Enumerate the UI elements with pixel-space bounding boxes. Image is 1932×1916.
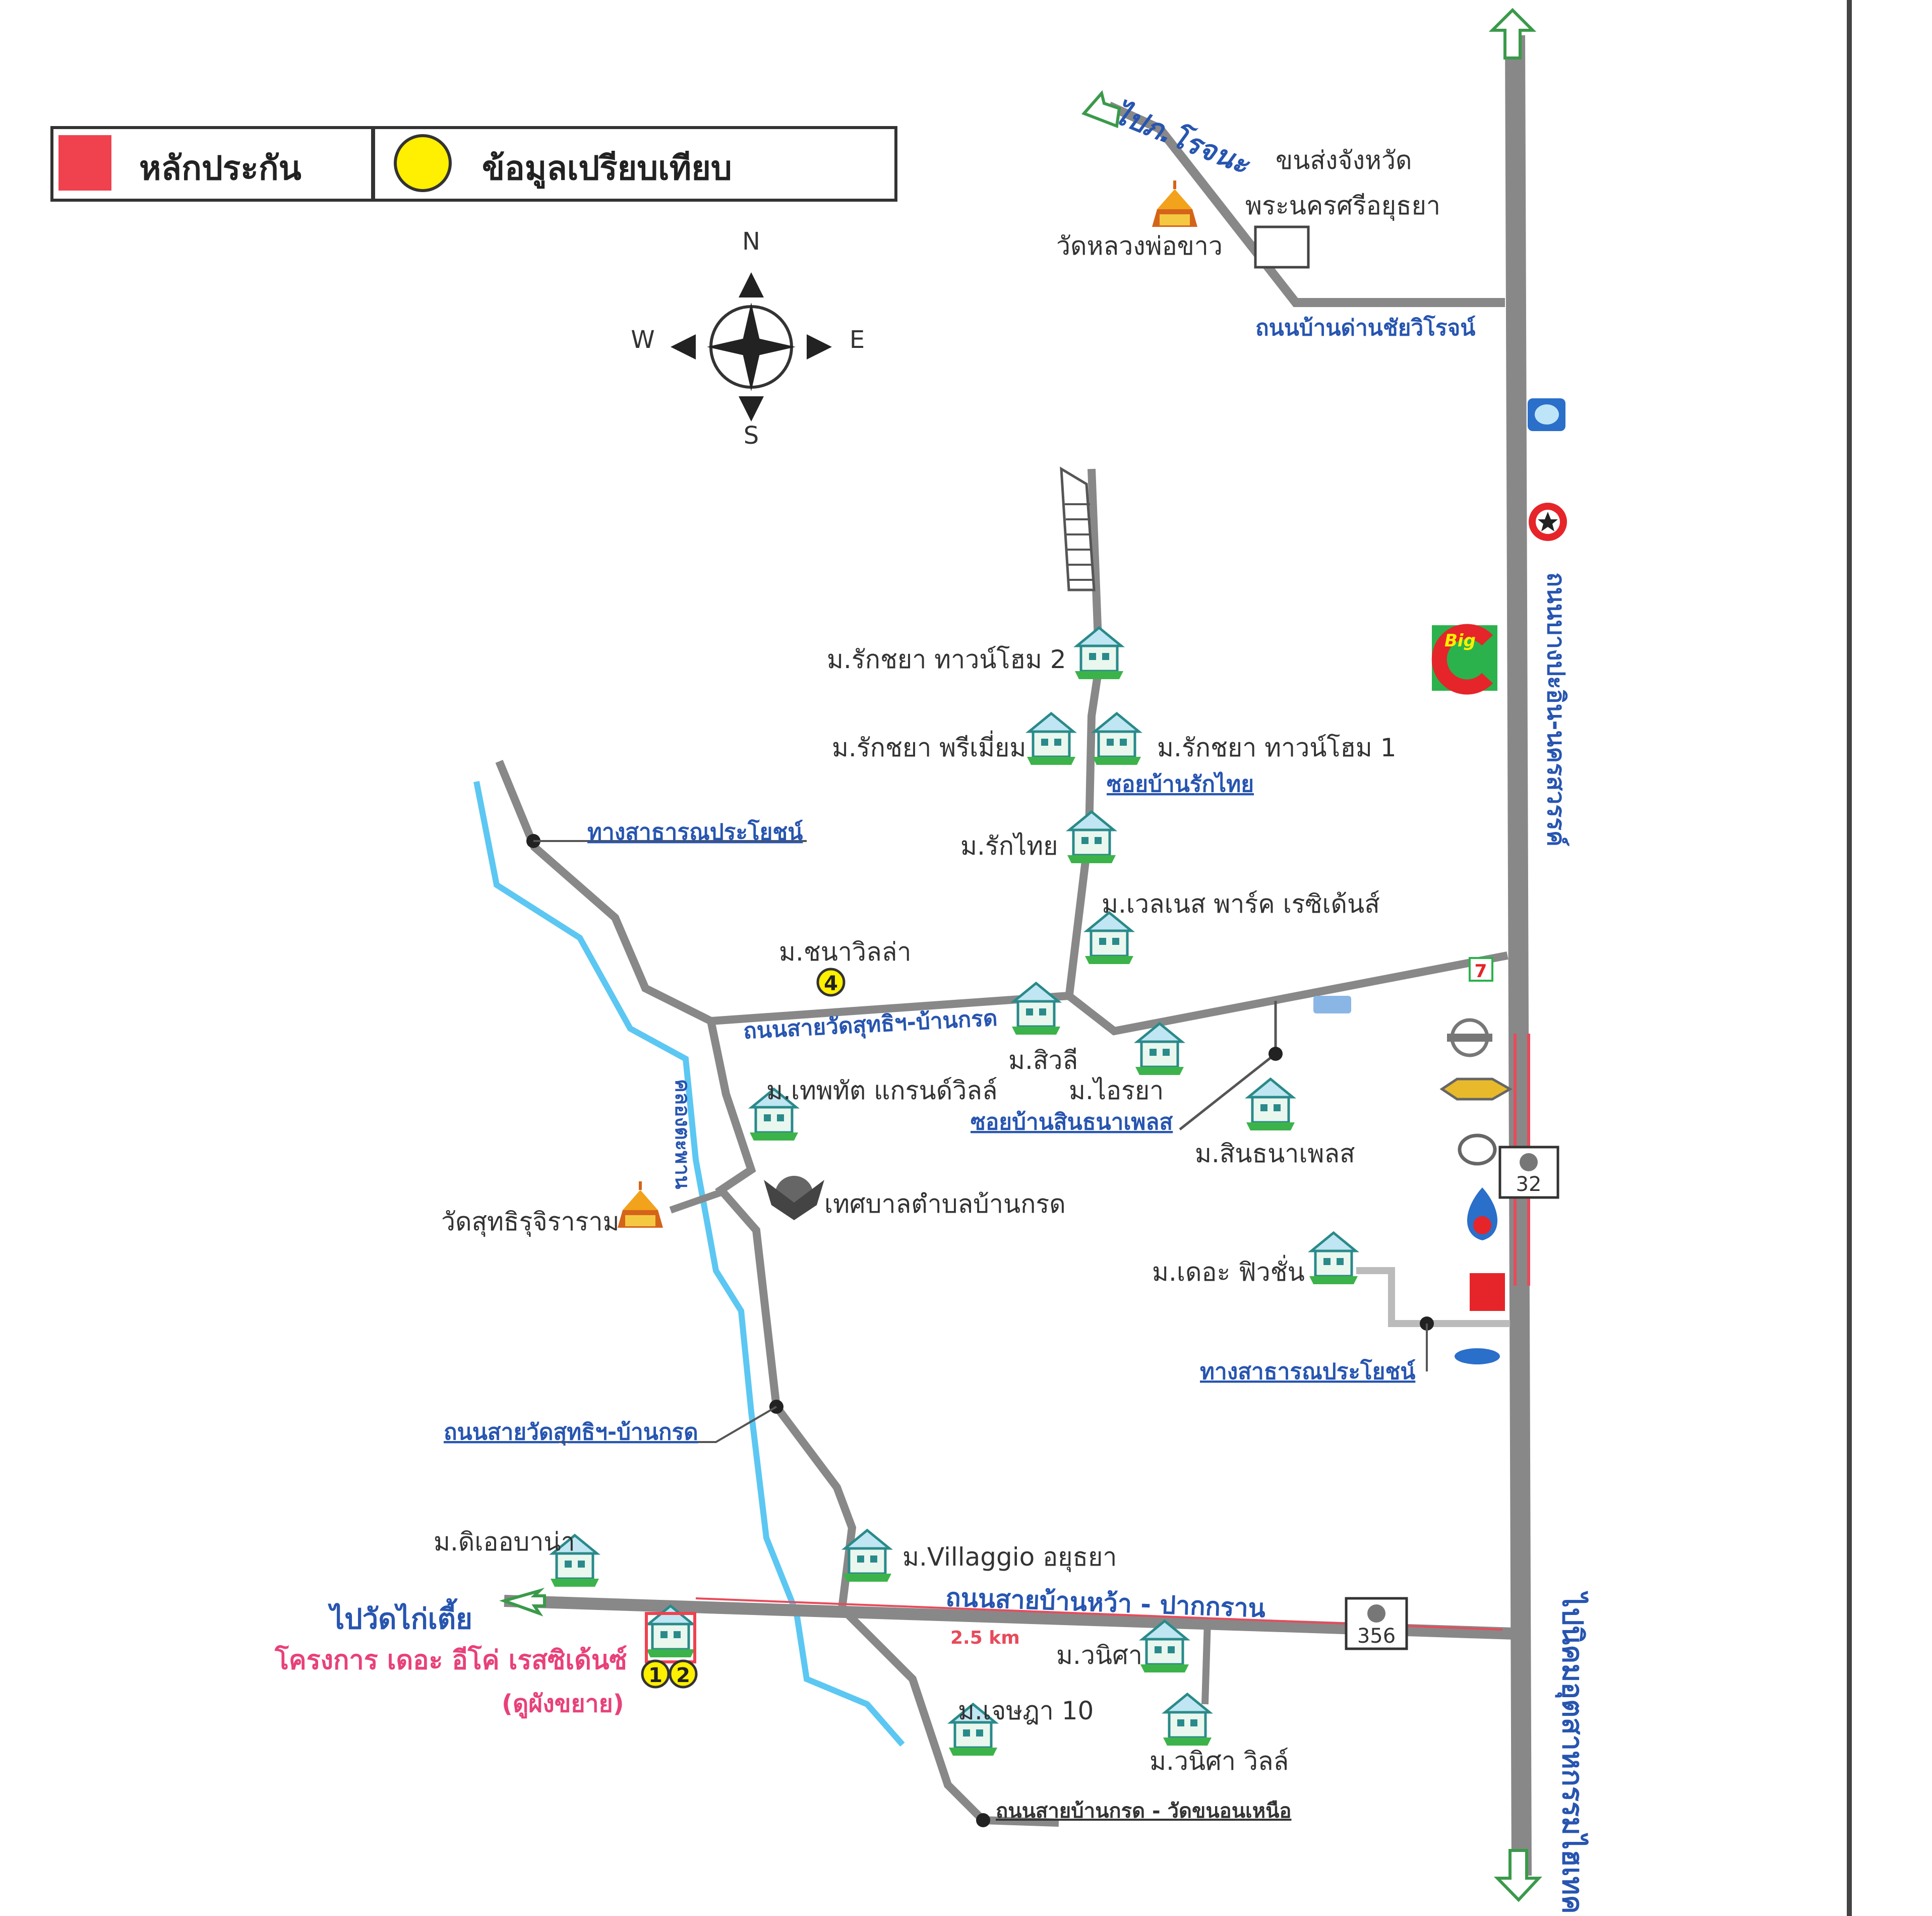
collateral-marker [645, 1612, 696, 1663]
wat-luang-pho-khao-label: วัดหลวงพ่อขาว [1056, 231, 1223, 261]
si-wali-label: ม.สิวลี [1008, 1046, 1078, 1075]
nissan-icon [1447, 1018, 1492, 1057]
the-fashion-label: ม.เดอะ ฟิวชั่น [1152, 1255, 1305, 1287]
temple-icon [1152, 181, 1197, 227]
compass-rose-icon [671, 272, 832, 422]
project-name-label: โครงการ เดอะ อีโค่ เรสซิเด้นซ์ [274, 1644, 627, 1675]
soi-rak-thai-label: ซอยบ้านรักไทย [1107, 771, 1254, 797]
rak-chaiya-townhome-2-label: ม.รักชยา ทาวน์โฮม 2 [827, 645, 1066, 674]
ai-ya-label: ม.ไอรยา [1069, 1076, 1164, 1105]
highway-32-line [1505, 35, 1532, 1876]
ptt-icon [1528, 398, 1565, 431]
chetsada-10-label: ม.เจษฎา 10 [958, 1696, 1094, 1725]
ban-krot-wat-khanon-road-label: ถนนสายบ้านกรด - วัดขนอนเหนือ [996, 1800, 1291, 1823]
house-icon [1075, 628, 1123, 679]
to-wat-kai-tia-label: ไปวัดไก่เตี้ย [328, 1598, 472, 1636]
transport-office-label-1: ขนส่งจังหวัด [1276, 146, 1412, 175]
ford-icon [1455, 1348, 1500, 1364]
legend-divider [371, 129, 375, 199]
wanisa-villa-label: ม.วนิศา วิลล์ [1150, 1747, 1289, 1776]
legend-comparison-label: ข้อมูลเปรียบเทียบ [482, 149, 732, 188]
house-icon [1309, 1233, 1358, 1284]
house-icon [1027, 713, 1075, 765]
public-way-2-label: ทางสาธารณประโยชน์ [1200, 1358, 1416, 1385]
comparison-marker-4 [816, 968, 846, 997]
comparison-marker-1 [641, 1659, 670, 1689]
house-icon [1093, 713, 1141, 765]
sinthana-place-label: ม.สินธนาเพลส [1195, 1139, 1355, 1168]
route-32-shield: 32 [1498, 1146, 1559, 1199]
compass-e-label: E [850, 326, 865, 354]
comparison-swatch [394, 134, 452, 192]
public-way-1-label: ทางสาธารณประโยชน์ [587, 818, 803, 845]
big-c-icon: Big [1431, 624, 1497, 695]
wat-sutthi-label: วัดสุทธิรุจิราราม [441, 1207, 620, 1237]
bang-pa-in-road-label: ถนนบางปะอิน-นครสวรรค์ [1542, 572, 1570, 847]
house-icon [1246, 1079, 1295, 1130]
chevrolet-icon [1439, 1077, 1513, 1101]
thepphat-label: ม.เทพทัต แกรนด์วิลล์ [766, 1076, 998, 1105]
canal-line [473, 781, 905, 1747]
distance-label: 2.5 km [950, 1628, 1020, 1648]
wanisa-label: ม.วนิศา [1056, 1641, 1142, 1670]
to-rojana-label: ไปภ.โรจนะ [1109, 97, 1255, 182]
to-wat-kai-tia-arrow-icon [499, 1587, 546, 1616]
isuzu-icon [1470, 1273, 1505, 1311]
collateral-swatch [58, 135, 111, 191]
svg-text:32: 32 [1516, 1173, 1542, 1196]
compass-n-label: N [742, 227, 760, 256]
svg-text:2: 2 [676, 1664, 690, 1687]
house-icon [1012, 983, 1060, 1035]
wat-sutthi-ban-krot-road-2-label: ถนนสายวัดสุทธิฯ-บ้านกรด [444, 1419, 698, 1446]
comparison-marker-2 [669, 1659, 698, 1689]
chana-villa-label: ม.ชนาวิลล่า [779, 937, 911, 967]
legend-collateral-label: หลักประกัน [139, 149, 301, 188]
svg-text:4: 4 [824, 972, 838, 995]
house-icon [1085, 913, 1133, 964]
temple-icon [618, 1181, 663, 1228]
rak-thai-label: ม.รักไทย [960, 831, 1058, 861]
transport-office-icon [1254, 225, 1310, 269]
route-356-shield: 356 [1345, 1597, 1408, 1650]
ptt-flame-icon [1467, 1187, 1497, 1240]
svg-text:1: 1 [648, 1664, 662, 1687]
mazda-icon [1458, 1133, 1497, 1166]
legend: หลักประกัน ข้อมูลเปรียบเทียบ [50, 126, 897, 202]
south-arrow-icon [1493, 1849, 1542, 1902]
transport-office-label-2: พระนครศรีอยุธยา [1245, 191, 1440, 221]
svg-text:356: 356 [1357, 1625, 1396, 1648]
rak-chaiya-premium-label: ม.รักชยา พรีเมี่ยม [832, 731, 1026, 762]
to-rojana-arrow-icon [1081, 90, 1121, 129]
rak-chaiya-townhome-1-label: ม.รักชยา ทาวน์โฮม 1 [1157, 733, 1397, 762]
soi-sinthana-label: ซอยบ้านสินธนาเพลส [971, 1109, 1173, 1135]
to-hi-tech-label: ไปนิคมอุตสาหกรรมไฮเทค [1555, 1591, 1589, 1914]
lotus-icon [1313, 996, 1351, 1013]
ladder-shape [1060, 466, 1096, 591]
the-bana-label: ม.ดิเออบาน่า [434, 1527, 575, 1556]
compass-s-label: S [744, 422, 759, 450]
north-arrow-icon [1488, 8, 1537, 59]
municipality-label: เทศบาลตำบลบ้านกรด [824, 1189, 1066, 1219]
wellness-park-label: ม.เวลเนส พาร์ค เรซิเด้นส์ [1102, 889, 1380, 919]
villaggio-label: ม.Villaggio อยุธยา [902, 1542, 1117, 1572]
house-icon [1067, 812, 1116, 863]
garuda-emblem-icon [764, 1176, 824, 1220]
caltex-icon [1529, 503, 1567, 541]
seven-eleven-icon: 7 [1469, 957, 1493, 982]
ban-dan-road-label: ถนนบ้านด่านชัยวิโรจน์ [1255, 314, 1476, 341]
svg-text:Big: Big [1444, 631, 1476, 651]
house-icon [1135, 1024, 1184, 1075]
canal-label: คลองตะพาน [671, 1079, 694, 1189]
svg-text:7: 7 [1474, 961, 1487, 982]
compass-w-label: W [631, 326, 654, 354]
see-plan-label: (ดูผังขยาย) [502, 1690, 624, 1719]
